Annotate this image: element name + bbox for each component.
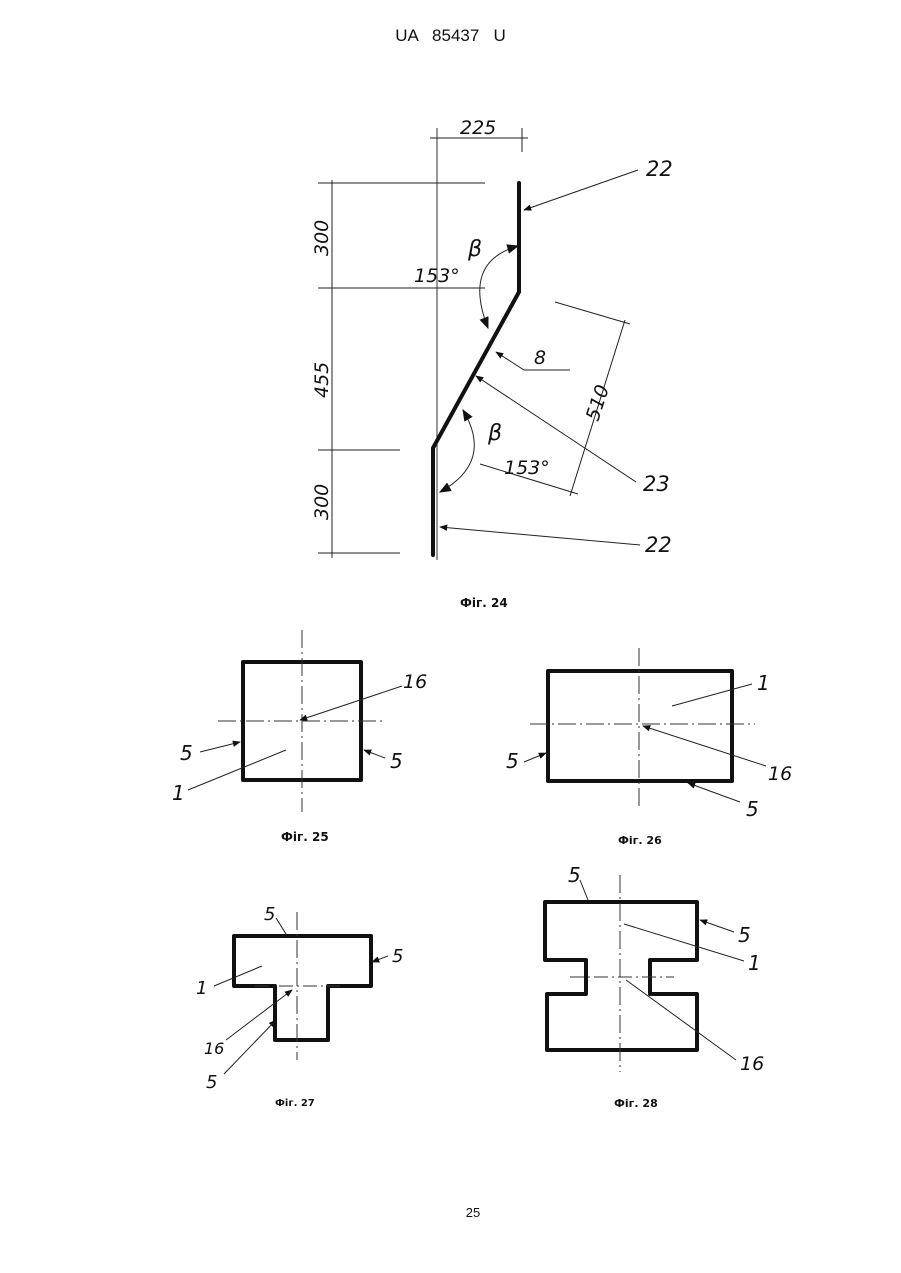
leader-8	[496, 352, 570, 370]
fig25-ref-5-right: 5	[390, 749, 403, 773]
fig25-leader-5-right	[364, 750, 385, 758]
leader-22-bottom	[440, 527, 640, 545]
fig25-ref-16: 16	[403, 671, 427, 693]
fig26-leader-5-bottom	[688, 783, 740, 802]
fig27-ref-1: 1	[196, 978, 207, 999]
angle-top-label: 153°	[414, 265, 460, 287]
fig27-ref-16: 16	[204, 1039, 224, 1058]
figure-24-caption: Фіг. 24	[460, 596, 508, 610]
fig28-ref-5-right: 5	[738, 923, 751, 947]
fig26-ref-5-bottom: 5	[746, 797, 759, 821]
fig28-ref-1: 1	[748, 951, 761, 975]
fig26-ref-16: 16	[768, 763, 792, 785]
fig27-leader-1	[214, 966, 262, 986]
fig28-ref-5-top: 5	[568, 863, 581, 887]
fig27-ref-5-right: 5	[392, 946, 403, 967]
beta-top-label: β	[467, 237, 482, 262]
dim-300-bottom-label: 300	[311, 484, 333, 520]
dim-510-label: 510	[582, 382, 614, 423]
dim-300-top-label: 300	[311, 220, 333, 256]
beta-bottom-label: β	[487, 421, 502, 446]
fig26-rect-section	[548, 671, 732, 781]
ref-22-bottom: 22	[645, 533, 672, 557]
fig27-leader-5-bottom	[224, 1020, 276, 1074]
fig27-tee-section	[234, 936, 371, 1040]
figure-28-caption: Фіг. 28	[614, 1097, 658, 1110]
angle-bottom-label: 153°	[504, 457, 550, 479]
fig26-ref-5-left: 5	[506, 749, 519, 773]
page-number: 25	[0, 1205, 901, 1220]
fig27-leader-5-right	[372, 956, 388, 962]
figure-26-caption: Фіг. 26	[618, 834, 662, 847]
fig26-ref-1: 1	[757, 671, 770, 695]
ref-8: 8	[534, 347, 546, 369]
fig26-leader-1	[672, 684, 752, 706]
figure-25-caption: Фіг. 25	[281, 830, 329, 844]
fig26-leader-5-left	[524, 753, 546, 762]
dim-455-label: 455	[311, 362, 333, 398]
fig25-ref-5-left: 5	[180, 741, 193, 765]
fig27-ref-5-top: 5	[264, 904, 275, 925]
figure-27-caption: Фіг. 27	[275, 1098, 315, 1109]
fig25-leader-1	[188, 750, 286, 790]
ref-23: 23	[643, 472, 670, 496]
fig28-ref-16: 16	[740, 1053, 764, 1075]
leader-22-top	[524, 170, 638, 210]
fig25-ref-1: 1	[172, 781, 185, 805]
fig28-leader-5-right	[700, 920, 734, 932]
fig28-leader-5-top	[580, 880, 588, 900]
fig27-ref-5-bottom: 5	[206, 1072, 217, 1093]
fig28-section	[545, 902, 697, 1050]
dim-510-extension-top	[555, 302, 630, 324]
fig26-leader-16	[643, 726, 766, 766]
dim-225-label: 225	[460, 117, 496, 139]
angle-arc-top	[480, 246, 518, 328]
fig27-leader-5-top	[276, 918, 286, 934]
fig27-leader-16	[226, 990, 292, 1040]
ref-22-top: 22	[646, 157, 673, 181]
fig25-leader-5-left	[200, 742, 240, 752]
fig25-leader-16	[300, 686, 402, 720]
